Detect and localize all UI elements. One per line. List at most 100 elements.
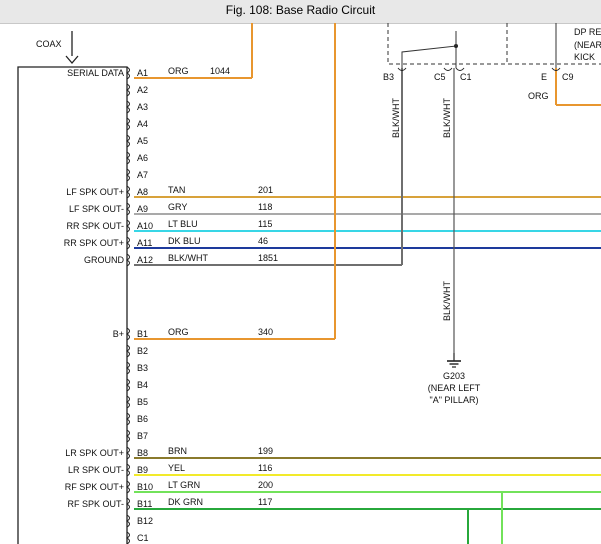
pin-label-b8: LR SPK OUT+	[65, 448, 124, 458]
circuit-number-a9: 118	[258, 202, 272, 212]
pin-label-a10: RR SPK OUT-	[66, 221, 124, 231]
connector-pin-c5: C5	[434, 72, 446, 82]
pin-label-b11: RF SPK OUT-	[67, 499, 124, 509]
pin-number-a4: A4	[137, 119, 148, 129]
pin-label-b1: B+	[113, 329, 124, 339]
right-connector: B3 C5 C1 E C9 DP RE (NEAR KICK ORG	[383, 23, 601, 101]
connector-bracket-2	[455, 67, 465, 71]
coax-label: COAX	[36, 39, 62, 49]
wire-color-label-b8: BRN	[168, 446, 187, 456]
circuit-number-a8: 201	[258, 185, 273, 195]
pin-bracket-b10	[126, 480, 130, 494]
pin-bracket-b12	[126, 514, 130, 528]
wires	[134, 23, 601, 544]
pin-number-a10: A10	[137, 221, 153, 231]
wire-color-label-a12: BLK/WHT	[168, 253, 209, 263]
pin-number-a3: A3	[137, 102, 148, 112]
circuit-number-a12: 1851	[258, 253, 278, 263]
pin-bracket-a10	[126, 219, 130, 233]
connector-bracket-0	[397, 67, 407, 71]
connector-pin-b3: B3	[383, 72, 394, 82]
pin-label-a9: LF SPK OUT-	[69, 204, 124, 214]
connector-bracket-3	[551, 67, 561, 71]
pin-bracket-b2	[126, 344, 130, 358]
wire-color-label-b1: ORG	[168, 327, 189, 337]
circuit-number-b11: 117	[258, 497, 272, 507]
pin-number-b9: B9	[137, 465, 148, 475]
connector-dashed-outline	[387, 23, 601, 65]
pin-number-a2: A2	[137, 85, 148, 95]
pin-label-b9: LR SPK OUT-	[68, 465, 124, 475]
pin-number-a1: A1	[137, 68, 148, 78]
ground-location-1: (NEAR LEFT	[428, 383, 481, 393]
coax-bracket	[65, 55, 79, 64]
connector-pin-e: E	[541, 72, 547, 82]
pin-number-a12: A12	[137, 255, 153, 265]
wire-color-label-a1: ORG	[168, 66, 189, 76]
vertical-label-left: BLK/WHT	[391, 97, 401, 138]
pin-bracket-a11	[126, 236, 130, 250]
circuit-number-a1: 1044	[210, 66, 230, 76]
wire-color-label-b9: YEL	[168, 463, 185, 473]
pin-bracket-b6	[126, 412, 130, 426]
pin-number-b2: B2	[137, 346, 148, 356]
pin-bracket-b3	[126, 361, 130, 375]
wire-color-label-a10: LT BLU	[168, 219, 198, 229]
pin-number-b4: B4	[137, 380, 148, 390]
pin-bracket-a5	[126, 134, 130, 148]
connector-pin-c1: C1	[460, 72, 472, 82]
pin-bracket-b11	[126, 497, 130, 511]
pin-number-c1: C1	[137, 533, 149, 543]
radio-box-outline	[17, 66, 128, 544]
pin-number-b6: B6	[137, 414, 148, 424]
ground-g203: G203 (NEAR LEFT "A" PILLAR)	[428, 353, 481, 405]
pin-number-a7: A7	[137, 170, 148, 180]
pin-bracket-a12	[126, 253, 130, 267]
wire-color-label-b11: DK GRN	[168, 497, 203, 507]
ground-location-2: "A" PILLAR)	[430, 395, 479, 405]
pin-number-b12: B12	[137, 516, 153, 526]
pin-bracket-b8	[126, 446, 130, 460]
connector-org-label: ORG	[528, 91, 549, 101]
window-title: Fig. 108: Base Radio Circuit	[225, 3, 376, 17]
circuit-number-b8: 199	[258, 446, 273, 456]
circuit-number-b9: 116	[258, 463, 272, 473]
connector-inner-line	[401, 45, 457, 68]
pin-bracket-a9	[126, 202, 130, 216]
pin-bracket-a3	[126, 100, 130, 114]
pin-bracket-a4	[126, 117, 130, 131]
wire-color-label-a11: DK BLU	[168, 236, 201, 246]
pin-label-a11: RR SPK OUT+	[64, 238, 124, 248]
pin-bracket-b7	[126, 429, 130, 443]
pin-bracket-b4	[126, 378, 130, 392]
pin-bracket-a6	[126, 151, 130, 165]
circuit-number-b10: 200	[258, 480, 273, 490]
radio-unit: COAX	[17, 31, 128, 544]
pin-number-b7: B7	[137, 431, 148, 441]
pin-label-b10: RF SPK OUT+	[65, 482, 124, 492]
pin-label-a12: GROUND	[84, 255, 124, 265]
pin-number-a5: A5	[137, 136, 148, 146]
wire-color-label-b10: LT GRN	[168, 480, 200, 490]
connector-label-bot: KICK	[574, 52, 595, 62]
pin-label-a8: LF SPK OUT+	[66, 187, 124, 197]
ground-name: G203	[443, 371, 465, 381]
connector-pin-c9: C9	[562, 72, 574, 82]
pin-number-b5: B5	[137, 397, 148, 407]
pin-bracket-b5	[126, 395, 130, 409]
pin-number-a6: A6	[137, 153, 148, 163]
pin-number-a8: A8	[137, 187, 148, 197]
pin-bracket-b1	[126, 327, 130, 341]
pin-number-a9: A9	[137, 204, 148, 214]
connector-label-top: DP RE	[574, 27, 601, 37]
circuit-number-a10: 115	[258, 219, 272, 229]
pin-number-b11: B11	[137, 499, 152, 509]
pin-bracket-b9	[126, 463, 130, 477]
pin-label-a1: SERIAL DATA	[67, 68, 124, 78]
window-titlebar: Fig. 108: Base Radio Circuit	[0, 0, 601, 24]
pin-number-b8: B8	[137, 448, 148, 458]
vertical-label-right: BLK/WHT	[442, 97, 452, 138]
wire-color-label-a9: GRY	[168, 202, 187, 212]
